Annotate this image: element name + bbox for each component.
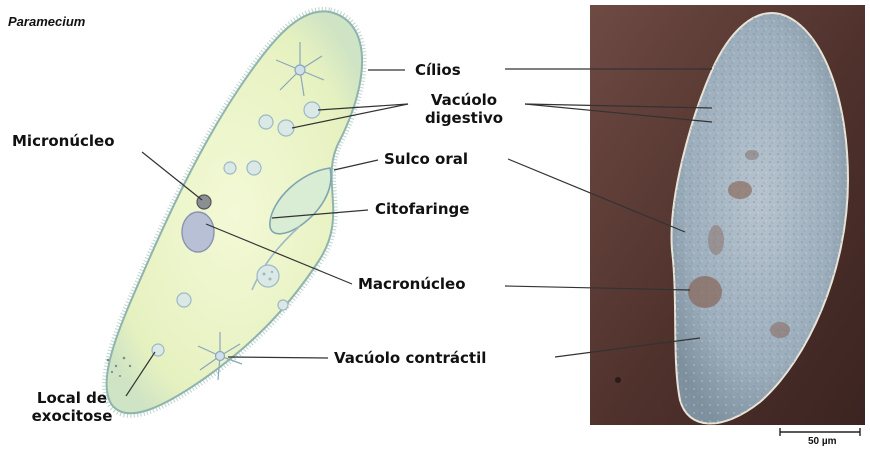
micrograph-photo [590, 5, 865, 425]
scale-bar-label: 50 µm [808, 436, 837, 447]
label-macronucleo: Macronúcleo [358, 275, 466, 293]
label-local-exocitose-line1: Local de [14, 389, 130, 407]
label-local-exocitose-line2: exocitose [14, 407, 130, 425]
label-vacuolo-digestivo: Vacúolo digestivo [405, 91, 523, 127]
label-citofaringe: Citofaringe [375, 200, 469, 218]
label-vacuolo-digestivo-line2: digestivo [405, 109, 523, 127]
cell-body [107, 11, 363, 413]
label-cilios: Cílios [415, 61, 461, 79]
label-local-exocitose: Local de exocitose [14, 389, 130, 425]
label-sulco-oral: Sulco oral [384, 150, 468, 168]
micrograph-macronucleus [688, 276, 722, 308]
label-vacuolo-contractil: Vacúolo contráctil [334, 349, 486, 367]
macronucleus [182, 212, 214, 252]
figure-title: Paramecium [8, 14, 85, 29]
label-micronucleo: Micronúcleo [12, 132, 115, 150]
label-vacuolo-digestivo-line1: Vacúolo [405, 91, 523, 109]
scale-bar [780, 428, 860, 436]
paramecium-drawing [107, 11, 363, 413]
